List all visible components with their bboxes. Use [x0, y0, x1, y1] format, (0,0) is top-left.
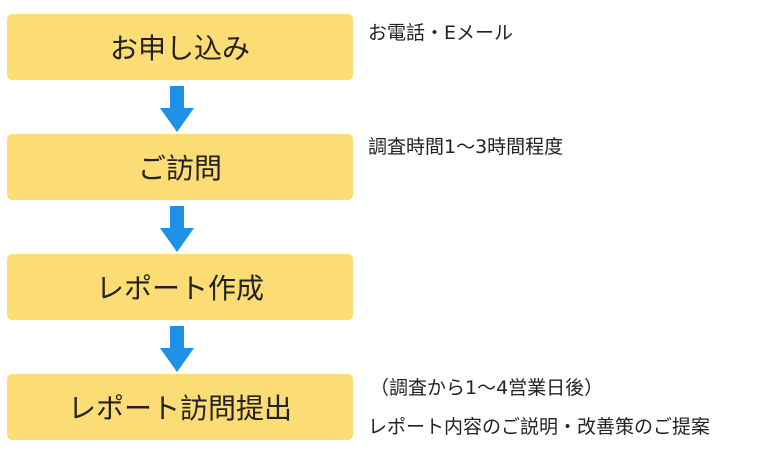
- step-label: レポート作成: [95, 272, 264, 305]
- note-delivery-timing: （調査から1～4営業日後）: [370, 377, 604, 399]
- step-report-creation: レポート作成: [7, 254, 353, 320]
- step-label: レポート訪問提出: [67, 392, 292, 425]
- note-report-explanation: レポート内容のご説明・改善策のご提案: [368, 416, 711, 438]
- down-arrow-icon: [160, 206, 194, 252]
- step-report-submission: レポート訪問提出: [7, 374, 353, 440]
- step-application: お申し込み: [7, 14, 353, 80]
- note-contact-methods: お電話・Eメール: [368, 22, 514, 44]
- down-arrow-icon: [160, 86, 194, 132]
- step-label: お申し込み: [109, 32, 250, 65]
- step-label: ご訪問: [137, 152, 222, 185]
- step-visit: ご訪問: [7, 134, 353, 200]
- note-survey-duration: 調査時間1～3時間程度: [368, 136, 564, 158]
- down-arrow-icon: [160, 326, 194, 372]
